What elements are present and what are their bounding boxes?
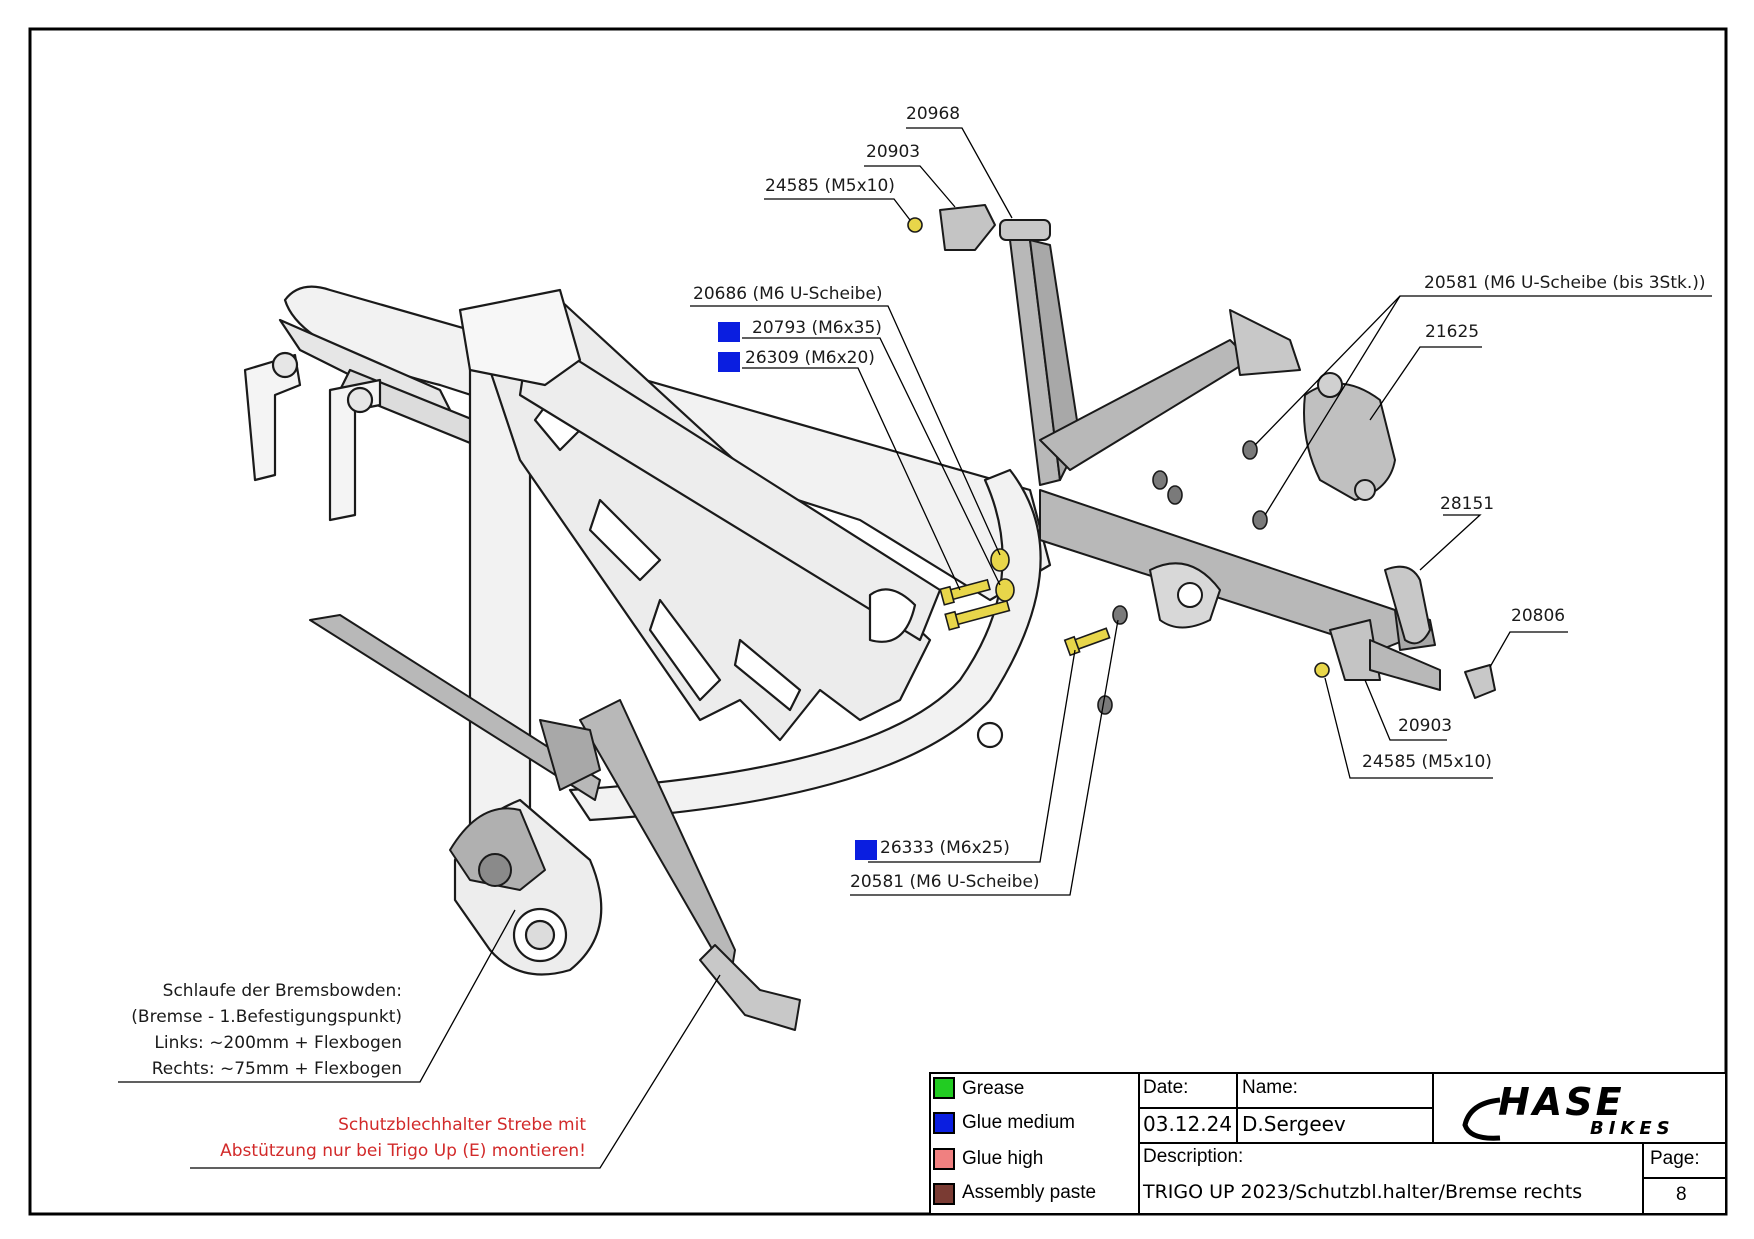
washer-20686-a [990, 548, 1010, 572]
hardware [907, 217, 1330, 715]
callout-24585-bottom: 24585 (M5x10) [1362, 752, 1492, 772]
screw-24585-bottom [1314, 662, 1330, 678]
part-20806 [1464, 664, 1496, 699]
legend-label-assembly-paste: Assembly paste [962, 1182, 1097, 1203]
callout-26333: 26333 (M6x25) [880, 838, 1010, 858]
callout-20581-top: 20581 (M6 U-Scheibe (bis 3Stk.)) [1424, 273, 1706, 293]
bolt-20793 [944, 599, 1011, 631]
washer-20581-top-1 [1242, 440, 1258, 460]
part-28151 [1384, 565, 1431, 645]
callout-28151: 28151 [1440, 494, 1495, 514]
date-label: Date: [1143, 1077, 1189, 1098]
hase-bikes-logo [1462, 1097, 1501, 1141]
description-value: TRIGO UP 2023/Schutzbl.halter/Bremse rec… [1143, 1181, 1583, 1203]
legend-swatch-glue-high [933, 1148, 955, 1170]
legend-label-glue-medium: Glue medium [962, 1112, 1075, 1133]
name-value: D.Sergeev [1242, 1112, 1346, 1136]
note-line: Rechts: ~75mm + Flexbogen [151, 1059, 402, 1079]
page-label: Page: [1650, 1148, 1700, 1169]
note-line: Abstützung nur bei Trigo Up (E) montiere… [220, 1141, 586, 1161]
legend-swatch-glue-medium [933, 1112, 955, 1134]
callout-21625: 21625 [1425, 322, 1480, 342]
title-block-frame [929, 1072, 1727, 1215]
glue-medium-marker-26333 [855, 840, 877, 860]
sheet-border [28, 27, 1728, 1216]
leader-lines [118, 127, 1712, 1169]
note-line: Schutzblechhalter Strebe mit [338, 1115, 586, 1135]
part-20903-top [939, 204, 996, 251]
legend-swatch-grease [933, 1077, 955, 1099]
callout-26309: 26309 (M6x20) [745, 348, 875, 368]
washer-20686-b [995, 578, 1015, 602]
legend-label-glue-high: Glue high [962, 1148, 1044, 1169]
name-label: Name: [1242, 1077, 1298, 1098]
note-line: Links: ~200mm + Flexbogen [154, 1033, 402, 1053]
parts-illustration [309, 204, 1496, 1031]
logo-main-text: HASE [1498, 1080, 1625, 1124]
legend-label-grease: Grease [962, 1078, 1025, 1099]
description-label: Description: [1143, 1146, 1244, 1167]
brake-cable-note: Schlaufe der Bremsbowden: (Bremse - 1.Be… [131, 978, 402, 1082]
part-20968-cap [999, 219, 1051, 241]
bolt-26333 [1063, 627, 1111, 657]
page-value: 8 [1676, 1184, 1687, 1205]
callout-20581-bottom: 20581 (M6 U-Scheibe) [850, 872, 1040, 892]
date-value: 03.12.24 [1143, 1112, 1233, 1136]
callout-20968: 20968 [906, 104, 961, 124]
part-lower-strut [309, 614, 601, 801]
callout-20793: 20793 (M6x35) [752, 318, 882, 338]
callout-20686: 20686 (M6 U-Scheibe) [693, 284, 883, 304]
bolt-26309 [939, 578, 991, 606]
washer-20581-bottom [1112, 605, 1128, 625]
part-20903-bottom [1329, 619, 1381, 681]
legend-swatch-assembly-paste [933, 1183, 955, 1205]
part-21625-caliper [1303, 382, 1396, 501]
callout-24585-top: 24585 (M5x10) [765, 176, 895, 196]
glue-medium-marker-20793 [718, 322, 740, 342]
callout-20806: 20806 [1511, 606, 1566, 626]
callout-20903-bottom: 20903 [1398, 716, 1453, 736]
callout-20903-top: 20903 [866, 142, 921, 162]
frame-chain-stay [568, 468, 1042, 822]
note-line: (Bremse - 1.Befestigungspunkt) [131, 1007, 402, 1027]
frame-head-clamp [458, 288, 582, 387]
washer-20581-top-2 [1252, 510, 1268, 530]
note-line: Schlaufe der Bremsbowden: [162, 981, 402, 1001]
glue-medium-marker-26309 [718, 352, 740, 372]
part-brake-bracket [1039, 489, 1406, 651]
screw-24585-top [907, 217, 923, 233]
logo-sub-text: BIKES [1590, 1118, 1675, 1139]
mudguard-note: Schutzblechhalter Strebe mit Abstützung … [220, 1112, 586, 1164]
